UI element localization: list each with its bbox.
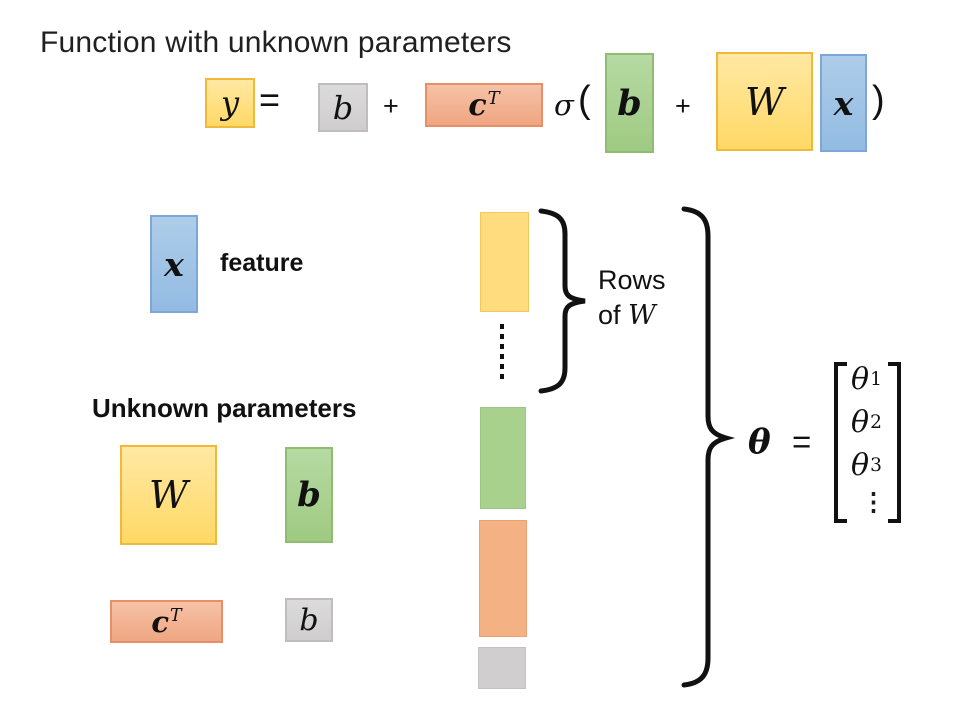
- stack-orange-rect: [479, 520, 527, 637]
- matrix-right-bracket: [888, 362, 901, 523]
- stack-gray-rect: [478, 647, 526, 689]
- rows-of-w-brace: [538, 208, 586, 394]
- matrix-left-bracket: [834, 362, 847, 523]
- equation-W-symbol: W: [744, 79, 785, 124]
- theta-entry-ellipsis: ⋮: [861, 488, 886, 516]
- rows-of-w-label: Rows of W: [598, 265, 666, 331]
- equation-x-box: x: [820, 54, 867, 152]
- equation-plus-2: +: [675, 91, 691, 121]
- param-W-box: W: [120, 445, 217, 545]
- theta-gather-brace: [681, 206, 736, 688]
- equation-sigma-symbol: σ: [554, 88, 574, 122]
- equation-x-symbol: x: [833, 83, 854, 123]
- param-b-vector-symbol: b: [297, 475, 321, 515]
- param-b-scalar-symbol: b: [299, 602, 319, 638]
- equation-b-inner-box: b: [605, 53, 654, 153]
- equation-b-outer-box: b: [318, 83, 368, 132]
- equation-plus-1: +: [383, 91, 399, 121]
- equation-W-box: W: [716, 52, 813, 151]
- equation-b-outer-symbol: b: [332, 88, 354, 127]
- stack-yellow-row-rect: [480, 212, 529, 312]
- equation-y-symbol: y: [220, 84, 240, 122]
- feature-x-box: x: [150, 215, 198, 313]
- vertical-ellipsis-dots: [500, 324, 504, 379]
- param-b-scalar-box: b: [285, 598, 333, 642]
- slide-title: Function with unknown parameters: [40, 26, 512, 59]
- rows-of-w-symbol: W: [628, 300, 656, 331]
- param-b-vector-box: b: [285, 447, 333, 543]
- equation-cT-symbol: cT: [468, 87, 500, 123]
- equation-y-box: y: [205, 78, 255, 128]
- equation-close-paren: ): [872, 79, 885, 121]
- feature-x-symbol: x: [164, 244, 184, 284]
- unknown-parameters-heading: Unknown parameters: [92, 393, 357, 423]
- param-W-symbol: W: [148, 473, 189, 517]
- theta-symbol: θ: [748, 422, 771, 462]
- param-cT-symbol: cT: [151, 604, 182, 639]
- equation-open-paren: (: [578, 79, 591, 121]
- theta-equals: =: [792, 423, 812, 460]
- equation-cT-box: cT: [425, 83, 543, 127]
- feature-label: feature: [220, 249, 304, 277]
- equation-b-inner-symbol: b: [617, 82, 642, 124]
- param-cT-box: cT: [110, 600, 223, 643]
- equation-equals: =: [259, 79, 281, 120]
- stack-green-rect: [480, 407, 526, 509]
